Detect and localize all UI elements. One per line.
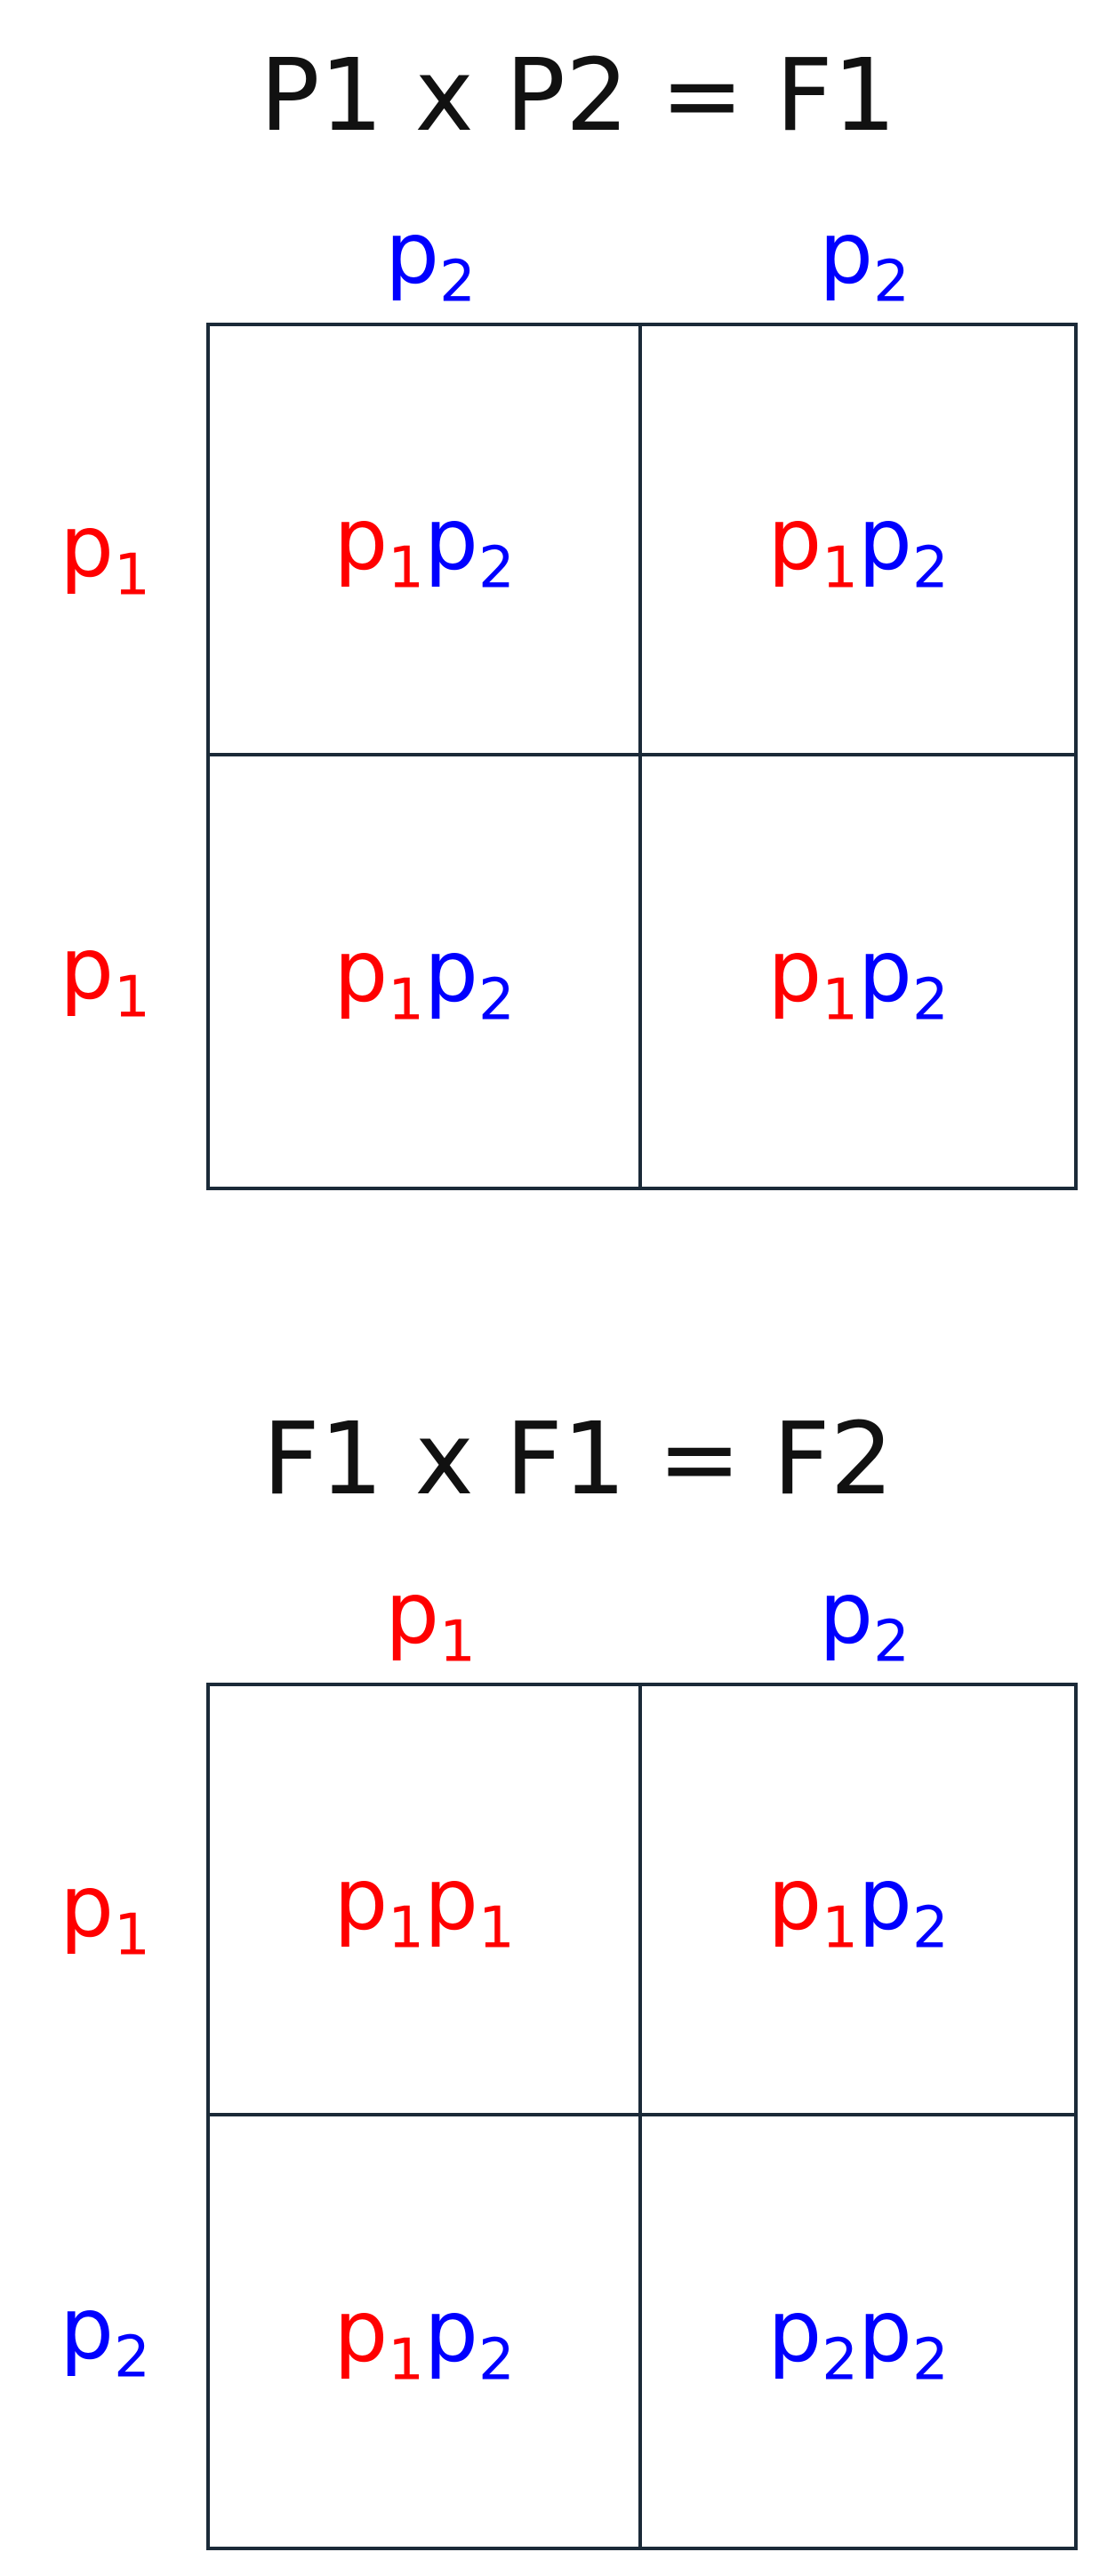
col-header-2: p2 xyxy=(819,1564,910,1676)
genotype-label: p1p2 xyxy=(333,922,515,1034)
col-header-2: p2 xyxy=(819,204,910,316)
grid-cell: p1p2 xyxy=(210,756,642,1187)
cross-title-p1-p2: P1 x P2 = F1 xyxy=(260,38,896,154)
col-header-1: p2 xyxy=(385,204,476,316)
punnett-square-f2: p1p1 p1p2 p1p2 p2p2 xyxy=(206,1683,1078,2550)
col-header-1: p1 xyxy=(385,1564,476,1676)
cross-title-f1-f1: F1 x F1 = F2 xyxy=(262,1402,894,1517)
grid-cell: p1p2 xyxy=(642,756,1074,1187)
row-header-1: p1 xyxy=(60,1857,150,1969)
grid-cell: p1p1 xyxy=(210,1686,642,2116)
grid-cell: p2p2 xyxy=(642,2116,1074,2547)
genotype-label: p1p1 xyxy=(333,1850,515,1962)
grid-cell: p1p2 xyxy=(642,326,1074,756)
genotype-label: p1p2 xyxy=(767,922,949,1034)
grid-cell: p1p2 xyxy=(210,326,642,756)
grid-cell: p1p2 xyxy=(642,1686,1074,2116)
genotype-label: p1p2 xyxy=(333,2282,515,2394)
genotype-label: p2p2 xyxy=(767,2282,949,2394)
punnett-square-f1: p1p2 p1p2 p1p2 p1p2 xyxy=(206,323,1078,1190)
row-header-2: p1 xyxy=(60,919,150,1031)
grid-cell: p1p2 xyxy=(210,2116,642,2547)
genotype-label: p1p2 xyxy=(767,490,949,602)
row-header-1: p1 xyxy=(60,497,150,609)
genotype-label: p1p2 xyxy=(333,490,515,602)
genotype-label: p1p2 xyxy=(767,1850,949,1962)
row-header-2: p2 xyxy=(60,2279,150,2391)
